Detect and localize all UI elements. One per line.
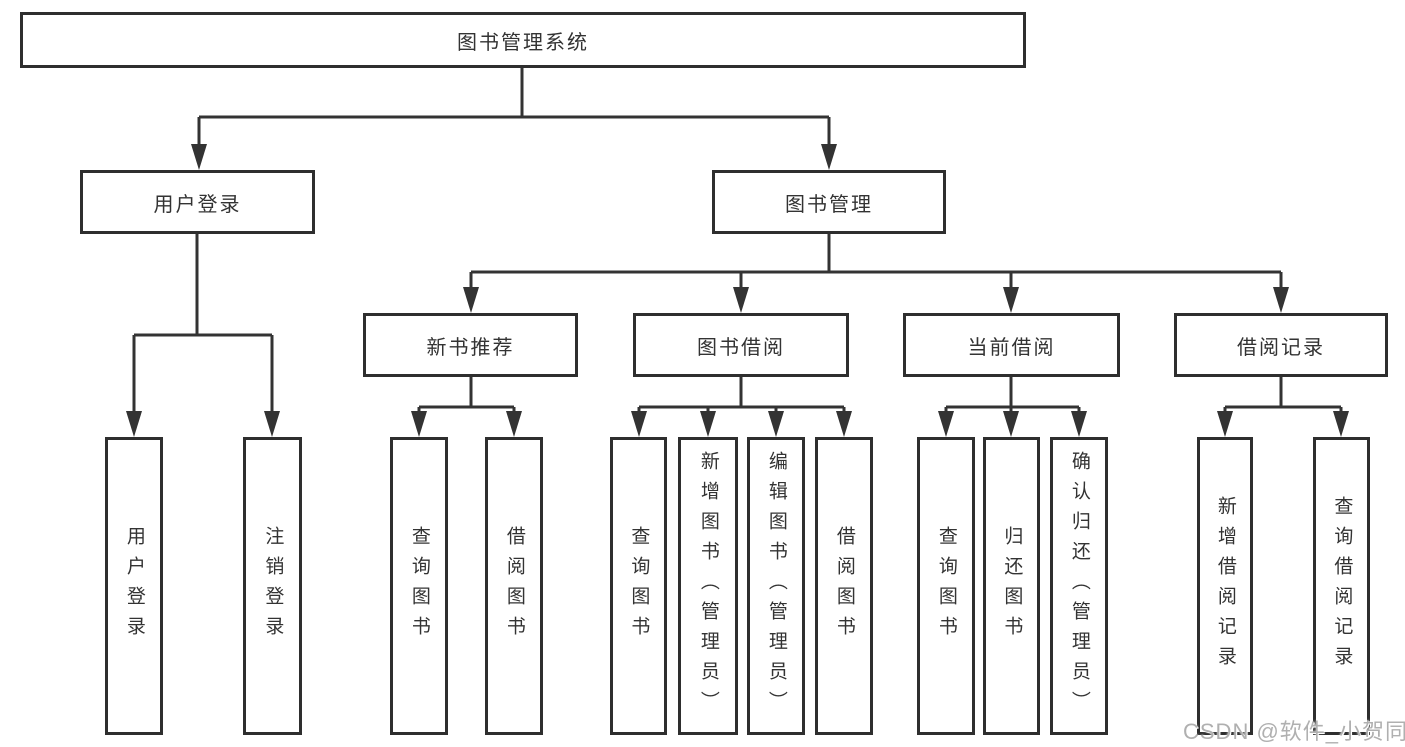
connector-borrowing: [637, 377, 846, 416]
node-label: 图书管理系统: [457, 31, 589, 54]
leaf-records-add-borrow-record: 新增借阅记录: [1197, 437, 1253, 735]
leaf-borrowing-borrow-books: 借阅图书: [815, 437, 873, 735]
connector-user-login: [132, 234, 274, 416]
csdn-watermark: CSDN @软件_小贺同学: [1183, 719, 1405, 744]
leaf-current-return-books: 归还图书: [983, 437, 1040, 735]
node-label: 查询图书: [408, 526, 430, 646]
node-label: 借阅记录: [1237, 336, 1325, 359]
connector-book-management: [469, 234, 1283, 292]
arrowheads: [126, 144, 1349, 437]
node-label: 确认归还（管理员）: [1068, 451, 1090, 721]
node-borrowing-records: 借阅记录: [1174, 313, 1388, 377]
node-label: 用户登录: [123, 526, 145, 646]
node-label: 图书借阅: [697, 336, 785, 359]
node-label: 借阅图书: [503, 526, 525, 646]
node-new-book-recommendation: 新书推荐: [363, 313, 578, 377]
connector-recommend: [417, 377, 516, 416]
node-library-management-system: 图书管理系统: [20, 12, 1026, 68]
leaf-borrowing-query-books: 查询图书: [610, 437, 667, 735]
connector-root: [197, 68, 831, 150]
leaf-borrowing-edit-books-admin: 编辑图书（管理员）: [747, 437, 805, 735]
node-label: 编辑图书（管理员）: [765, 451, 787, 721]
node-label: 当前借阅: [967, 336, 1056, 359]
leaf-current-query-books: 查询图书: [917, 437, 975, 735]
leaf-recommend-borrow-books: 借阅图书: [485, 437, 543, 735]
node-book-management: 图书管理: [712, 170, 946, 234]
connector-current: [944, 377, 1081, 416]
node-current-borrowing: 当前借阅: [903, 313, 1120, 377]
node-label: 借阅图书: [833, 526, 855, 646]
leaf-records-query-borrow-record: 查询借阅记录: [1313, 437, 1370, 735]
node-label: 查询图书: [935, 526, 957, 646]
node-label: 新增图书（管理员）: [697, 451, 719, 721]
node-label: 归还图书: [1001, 526, 1023, 646]
node-label: 查询图书: [628, 526, 650, 646]
leaf-borrowing-add-books-admin: 新增图书（管理员）: [678, 437, 738, 735]
leaf-recommend-query-books: 查询图书: [390, 437, 448, 735]
node-label: 新书推荐: [426, 336, 515, 359]
node-user-login: 用户登录: [80, 170, 315, 234]
node-label: 查询借阅记录: [1331, 496, 1353, 676]
node-label: 图书管理: [785, 193, 873, 216]
leaf-current-confirm-return-admin: 确认归还（管理员）: [1050, 437, 1108, 735]
leaf-logout: 注销登录: [243, 437, 302, 735]
node-label: 注销登录: [262, 526, 284, 646]
node-label: 用户登录: [153, 193, 242, 216]
connector-records: [1223, 377, 1343, 416]
leaf-user-login: 用户登录: [105, 437, 163, 735]
node-label: 新增借阅记录: [1214, 496, 1236, 676]
node-book-borrowing: 图书借阅: [633, 313, 849, 377]
